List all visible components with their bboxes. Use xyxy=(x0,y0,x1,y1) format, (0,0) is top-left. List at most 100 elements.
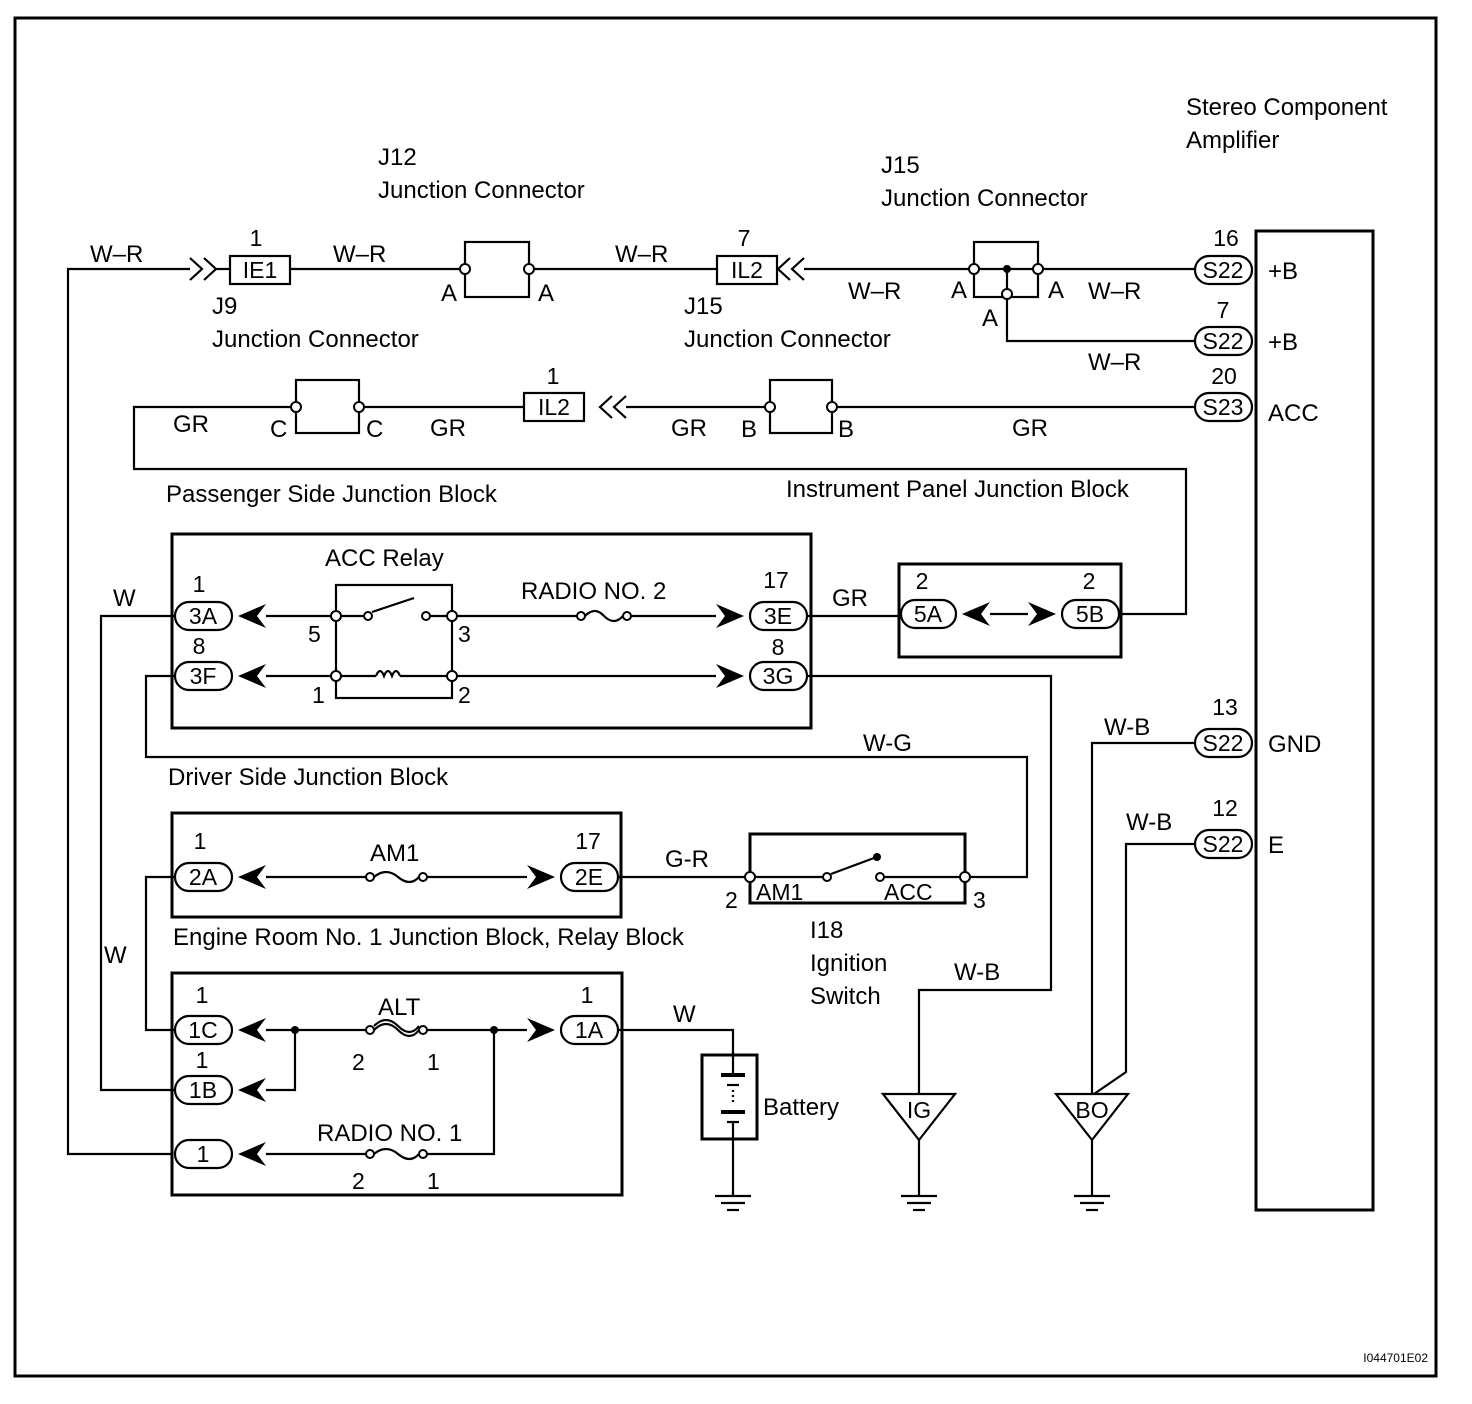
svg-text:I18: I18 xyxy=(810,917,843,944)
svg-text:A: A xyxy=(441,280,457,307)
svg-text:IL2: IL2 xyxy=(538,394,570,420)
svg-text:Junction Connector: Junction Connector xyxy=(881,185,1088,212)
svg-text:A: A xyxy=(1048,277,1064,304)
svg-text:7: 7 xyxy=(738,225,751,251)
wire-label: W–R xyxy=(615,241,668,268)
w-wire-2a-1c xyxy=(144,875,175,1032)
svg-text:2E: 2E xyxy=(575,864,603,890)
svg-text:1: 1 xyxy=(547,363,560,389)
svg-text:3: 3 xyxy=(458,621,471,647)
svg-text:ACC: ACC xyxy=(884,879,933,905)
wire-label: W–R xyxy=(333,241,386,268)
svg-text:1B: 1B xyxy=(189,1077,217,1103)
svg-text:12: 12 xyxy=(1212,795,1238,821)
svg-text:B: B xyxy=(741,416,757,443)
svg-text:2: 2 xyxy=(1083,568,1096,594)
svg-text:ACC Relay: ACC Relay xyxy=(325,545,444,572)
svg-text:Switch: Switch xyxy=(810,983,881,1010)
svg-text:20: 20 xyxy=(1211,363,1237,389)
svg-text:2: 2 xyxy=(352,1168,365,1194)
svg-text:A: A xyxy=(982,305,998,332)
svg-text:RADIO NO. 1: RADIO NO. 1 xyxy=(317,1120,462,1147)
wire-label: G-R xyxy=(665,846,709,873)
svg-text:GND: GND xyxy=(1268,731,1321,758)
wire-label: W-B xyxy=(954,959,1000,986)
svg-text:IL2: IL2 xyxy=(731,257,763,283)
svg-text:3F: 3F xyxy=(190,663,217,689)
ig-ground: IG xyxy=(880,1092,958,1212)
svg-text:RADIO NO. 2: RADIO NO. 2 xyxy=(521,578,666,605)
svg-text:BO: BO xyxy=(1075,1097,1108,1123)
svg-text:1: 1 xyxy=(193,571,206,597)
wire-label: W xyxy=(113,585,136,612)
svg-text:A: A xyxy=(951,277,967,304)
driver-side-junction-block: 2A 1 AM1 2E 17 xyxy=(170,811,623,919)
svg-text:C: C xyxy=(270,416,287,443)
svg-text:1: 1 xyxy=(196,1047,209,1073)
wire-label: GR xyxy=(1012,415,1048,442)
svg-text:Battery: Battery xyxy=(763,1094,839,1121)
svg-text:2: 2 xyxy=(725,887,738,913)
gr-acc-circuit: GR B B GR IL2 1 GR C C GR xyxy=(132,363,1195,616)
svg-text:IG: IG xyxy=(907,1097,931,1123)
svg-text:Ignition: Ignition xyxy=(810,950,887,977)
wire-label: W–R xyxy=(90,241,143,268)
c-junction-connector xyxy=(294,378,361,435)
svg-text:J12: J12 xyxy=(378,144,417,171)
svg-text:7: 7 xyxy=(1217,297,1230,323)
svg-text:AM1: AM1 xyxy=(370,840,419,867)
engine-room-junction-block: 1C 1 1B 1 1 ALT 2 1 1A 1 RADIO NO xyxy=(170,971,624,1197)
svg-text:S23: S23 xyxy=(1203,394,1244,420)
svg-text:E: E xyxy=(1268,832,1284,859)
svg-text:B: B xyxy=(838,416,854,443)
svg-text:16: 16 xyxy=(1213,225,1239,251)
wr-top-circuit: IE1 1 W–R W–R A A J12 Junction Connector… xyxy=(66,144,1195,1156)
battery: W Battery xyxy=(618,1001,839,1212)
engine-jb-label: Engine Room No. 1 Junction Block, Relay … xyxy=(173,924,685,951)
passenger-side-junction-block: ACC Relay 3A 1 3F 8 5 3 1 2 xyxy=(170,532,813,730)
svg-text:3: 3 xyxy=(973,887,986,913)
svg-text:J15: J15 xyxy=(684,293,723,320)
wire-label: W–R xyxy=(1088,349,1141,376)
wire-label: W-B xyxy=(1104,714,1150,741)
wire-label: GR xyxy=(671,415,707,442)
wire-label: W-B xyxy=(1126,809,1172,836)
svg-text:5: 5 xyxy=(308,621,321,647)
svg-text:3E: 3E xyxy=(764,603,792,629)
wire-label: W–R xyxy=(848,278,901,305)
instrument-jb-label: Instrument Panel Junction Block xyxy=(786,476,1130,503)
w-wire-3a-1b xyxy=(99,614,175,1092)
svg-text:+B: +B xyxy=(1268,258,1298,285)
svg-text:ACC: ACC xyxy=(1268,400,1319,427)
j12-junction-connector: A A J12 Junction Connector xyxy=(378,144,585,307)
amp-pin-20: S23 20 ACC xyxy=(1193,363,1319,427)
wb-ig-wire xyxy=(807,674,1053,1094)
b-junction-connector xyxy=(768,378,834,435)
ignition-switch: AM1 ACC 2 3 I18 Ignition Switch xyxy=(725,832,986,1010)
svg-text:S22: S22 xyxy=(1203,730,1244,756)
svg-text:13: 13 xyxy=(1212,694,1238,720)
svg-text:1: 1 xyxy=(197,1141,210,1167)
diagram-frame xyxy=(13,16,1438,1378)
wire-label: W xyxy=(104,942,127,969)
amplifier-label-line1: Stereo Component xyxy=(1186,94,1388,121)
svg-text:5B: 5B xyxy=(1076,601,1104,627)
amplifier-label-line2: Amplifier xyxy=(1186,127,1279,154)
svg-text:17: 17 xyxy=(763,567,789,593)
svg-text:S22: S22 xyxy=(1203,257,1244,283)
svg-text:8: 8 xyxy=(772,634,785,660)
wire-label: GR xyxy=(173,411,209,438)
wire-label: W–R xyxy=(1088,278,1141,305)
passenger-jb-label: Passenger Side Junction Block xyxy=(166,481,498,508)
bo-ground: W-B W-B BO xyxy=(1053,714,1195,1212)
svg-text:A: A xyxy=(538,280,554,307)
svg-text:ALT: ALT xyxy=(378,994,421,1021)
wire-label: GR xyxy=(832,585,868,612)
svg-text:1A: 1A xyxy=(575,1017,604,1043)
instrument-panel-junction-block: 5A 2 5B 2 xyxy=(897,562,1123,659)
svg-text:S22: S22 xyxy=(1203,831,1244,857)
stereo-component-amplifier: Stereo Component Amplifier xyxy=(1186,94,1388,1212)
svg-text:C: C xyxy=(366,416,383,443)
svg-text:J15: J15 xyxy=(881,152,920,179)
